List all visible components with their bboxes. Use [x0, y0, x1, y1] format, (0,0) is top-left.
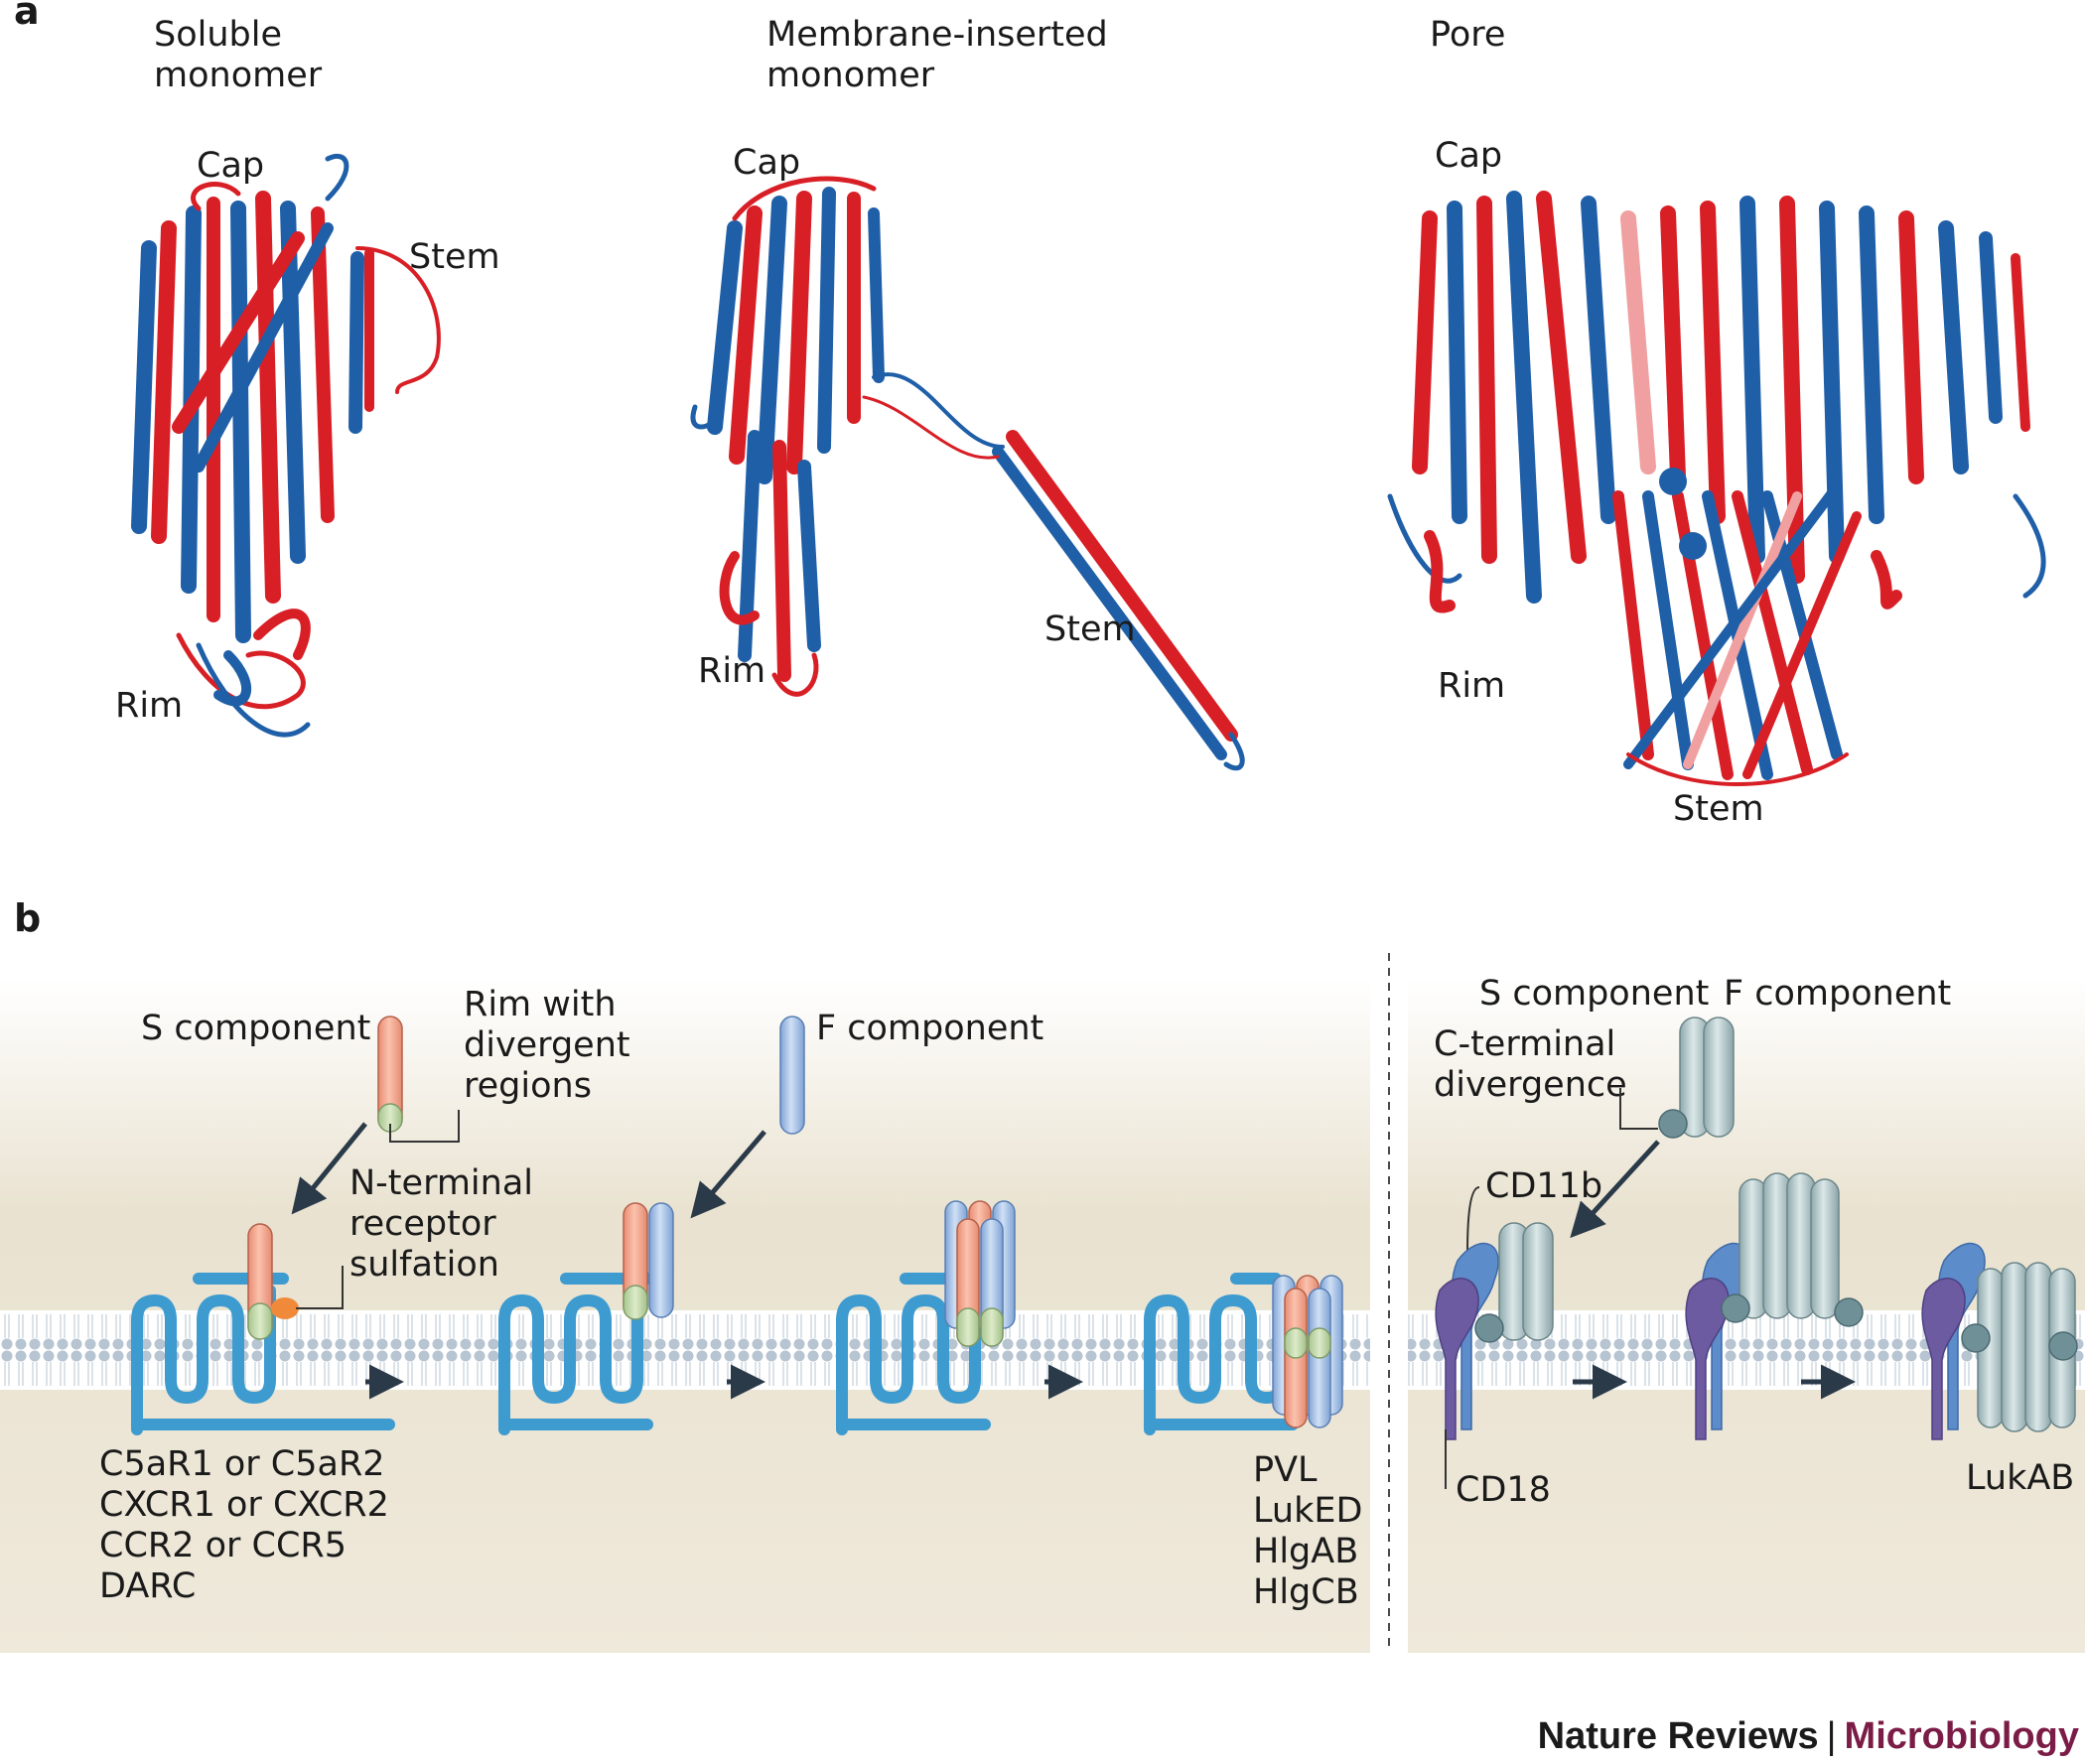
cd11b-label: CD11b	[1485, 1166, 1602, 1206]
receptor-item: DARC	[99, 1566, 196, 1606]
receptor-3	[836, 1273, 991, 1435]
left-membrane	[0, 1310, 1370, 1390]
receptor-item: CXCR1 or CXCR2	[99, 1485, 389, 1525]
inserted-stem-label: Stem	[1044, 610, 1136, 649]
s-binding-arrow	[291, 1122, 367, 1215]
receptor-item: C5aR1 or C5aR2	[99, 1444, 385, 1484]
credit-separator: |	[1826, 1715, 1837, 1757]
inserted-title-2: monomer	[766, 56, 935, 95]
soluble-title-2: monomer	[154, 56, 323, 95]
lukab-pore	[1961, 1262, 2078, 1432]
inserted-title-1: Membrane-inserted	[766, 15, 1108, 55]
f-binding-arrow	[690, 1130, 766, 1219]
inserted-rim-label: Rim	[698, 651, 765, 691]
inserted-cap-label: Cap	[733, 143, 800, 183]
cterm-leader-line	[1619, 1088, 1658, 1130]
sf-dimer	[623, 1202, 674, 1320]
free-f-component	[779, 1016, 805, 1135]
journal-section: Microbiology	[1844, 1715, 2079, 1757]
inserted-pore	[1272, 1275, 1343, 1428]
s-bound-on-receptor	[247, 1223, 273, 1340]
toxin-item: PVL	[1253, 1450, 1318, 1490]
rim-label-2: divergent	[464, 1025, 630, 1065]
lukab-label: LukAB	[1966, 1458, 2074, 1498]
free-s-component	[377, 1016, 403, 1133]
lukab-dimer-bound	[1474, 1222, 1554, 1343]
journal-name: Nature Reviews	[1537, 1715, 1819, 1757]
receptor-4	[1144, 1273, 1299, 1435]
soluble-stem-label: Stem	[409, 237, 500, 277]
cd11b-leader-line	[1466, 1186, 1480, 1254]
sulfation-leader-line	[296, 1266, 344, 1309]
pore-stem-label: Stem	[1673, 789, 1764, 829]
nterm-label-1: N-terminal	[349, 1163, 533, 1203]
rim-label-3: regions	[464, 1066, 592, 1106]
soluble-monomer-structure	[131, 153, 441, 738]
oligomer-prepore	[944, 1200, 1016, 1347]
toxin-item: LukED	[1253, 1491, 1362, 1531]
nterm-label-2: receptor	[349, 1204, 496, 1244]
lukab-prepore	[1721, 1172, 1864, 1327]
journal-credit: Nature Reviews|Microbiology	[1538, 1715, 2079, 1758]
rim-leader-line	[389, 1110, 460, 1143]
f-component-label: F component	[816, 1009, 1043, 1048]
pore-rim-label: Rim	[1438, 666, 1505, 706]
lukab-binding-arrow	[1570, 1140, 1660, 1239]
rim-label-1: Rim with	[464, 985, 617, 1024]
s-component-label: S component	[141, 1009, 370, 1048]
panel-b-letter: b	[14, 896, 41, 940]
sulfation-mark	[271, 1297, 299, 1319]
cterm-label-1: C-terminal	[1434, 1024, 1615, 1064]
integrin-3	[1921, 1242, 1986, 1440]
soluble-cap-label: Cap	[197, 146, 264, 186]
cd18-label: CD18	[1456, 1470, 1551, 1510]
integrin-1	[1435, 1242, 1499, 1440]
pore-structure	[1387, 191, 2046, 786]
toxin-item: HlgCB	[1253, 1572, 1359, 1612]
right-f-component-label: F component	[1724, 974, 1951, 1014]
pore-cap-label: Cap	[1435, 136, 1502, 176]
right-s-component-label: S component	[1479, 974, 1709, 1014]
soluble-title-1: Soluble	[154, 15, 282, 55]
nterm-label-3: sulfation	[349, 1245, 499, 1285]
pore-title: Pore	[1430, 15, 1505, 55]
panel-a-letter: a	[14, 0, 40, 33]
receptor-item: CCR2 or CCR5	[99, 1526, 347, 1565]
integrin-2	[1685, 1242, 1749, 1440]
toxin-item: HlgAB	[1253, 1532, 1358, 1571]
soluble-rim-label: Rim	[115, 686, 183, 726]
inserted-monomer-structure	[690, 176, 1245, 771]
free-lukab-dimer	[1658, 1017, 1735, 1139]
cterm-label-2: divergence	[1434, 1065, 1627, 1105]
